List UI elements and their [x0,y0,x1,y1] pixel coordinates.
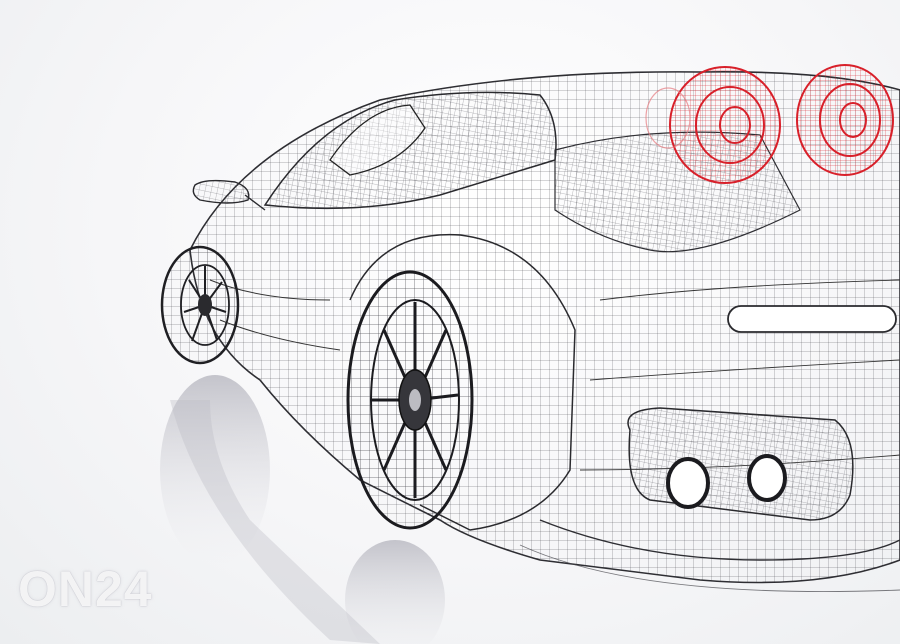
exhaust-pipes [627,407,854,521]
side-mirror [192,179,266,211]
floor-reflection [160,375,445,644]
rear-wheel [346,270,474,530]
front-wheel [160,245,240,365]
watermark-logo: ON24 [18,561,153,617]
tail-lights [645,64,894,184]
rear-bumper [519,519,900,592]
rear-reflector [727,305,897,333]
